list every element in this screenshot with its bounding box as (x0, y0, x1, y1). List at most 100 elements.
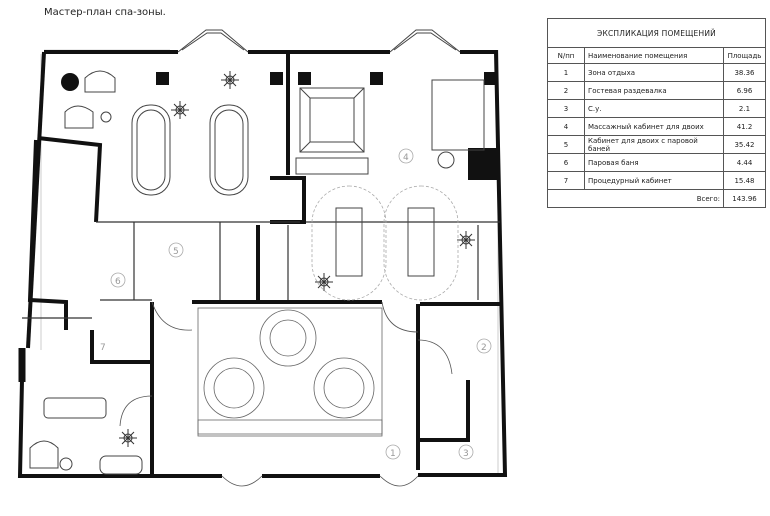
door-room2 (417, 339, 453, 375)
row-name: Зона отдыха (584, 63, 724, 82)
bathtub-1 (131, 104, 171, 196)
ceiling-fan (119, 429, 137, 447)
door-south (221, 475, 263, 487)
relaxation-rug (197, 307, 383, 437)
total-label: Всего: (547, 189, 724, 208)
room-number-circle-1 (385, 444, 401, 460)
side-table (100, 111, 112, 123)
armchair (84, 70, 116, 93)
bay-window-left-inner (181, 32, 245, 51)
ceiling-fan (171, 101, 189, 119)
door-southeast (379, 475, 419, 487)
row-area: 4.44 (723, 153, 766, 172)
sunburst-lamp (203, 357, 265, 419)
row-name: Процедурный кабинет (584, 171, 724, 190)
room-number-circle-3 (458, 444, 474, 460)
wall-room6-top (37, 136, 103, 223)
room-number-4: 4 (403, 153, 409, 163)
wall-niche (270, 176, 306, 224)
row-number: 1 (547, 63, 585, 82)
ceiling-fan (457, 231, 475, 249)
row-area: 38.36 (723, 63, 766, 82)
foot-tub (99, 455, 143, 475)
total-value: 143.96 (723, 189, 766, 208)
bed-zone-1 (311, 185, 387, 301)
rug-border (197, 419, 383, 435)
room-number-7: 7 (100, 343, 106, 353)
row-number: 6 (547, 153, 585, 172)
door-room7 (119, 395, 153, 427)
side-table (437, 151, 455, 169)
wall-room6-west (27, 139, 68, 330)
plan-title: Мастер-план спа-зоны. (44, 7, 166, 18)
bay-window-right-inner (393, 32, 457, 51)
ceiling-feature (299, 87, 365, 153)
sofa (431, 79, 485, 151)
column-large (468, 148, 498, 178)
room-number-circle-2 (476, 338, 492, 354)
sunburst-lamp (259, 309, 317, 367)
row-name: Паровая баня (584, 153, 724, 172)
treatment-chair (43, 397, 107, 419)
row-area: 35.42 (723, 135, 766, 154)
door-room1-east (381, 301, 419, 333)
column (370, 72, 383, 85)
column (484, 72, 497, 85)
ceiling-feature-inner (309, 97, 355, 143)
room-number-circle-5 (168, 242, 184, 258)
wall-east (418, 50, 508, 477)
massage-bed-2 (407, 207, 435, 277)
door-room1 (151, 301, 193, 331)
row-name: Массажный кабинет для двоих (584, 117, 724, 136)
decorative-panel (295, 157, 369, 175)
room-number-5: 5 (173, 247, 179, 257)
row-number: 4 (547, 117, 585, 136)
row-number: 3 (547, 99, 585, 118)
side-table (59, 457, 73, 471)
bed-zone-2 (383, 185, 459, 301)
armchair (64, 105, 94, 129)
room-number-1: 1 (390, 449, 396, 459)
bathtub-2 (209, 104, 249, 196)
column-header-area: Площадь (723, 47, 766, 64)
row-number: 7 (547, 171, 585, 190)
bay-window-right (389, 29, 461, 53)
wall-room3 (420, 380, 470, 442)
row-area: 41.2 (723, 117, 766, 136)
armchair (29, 440, 59, 469)
ceiling-fan (221, 71, 239, 89)
row-number: 2 (547, 81, 585, 100)
row-name: С.у. (584, 99, 724, 118)
sunburst-lamp (313, 357, 375, 419)
total-row: Всего: 143.96 (547, 189, 766, 208)
column-header-number: N/пп (547, 47, 585, 64)
bay-window-left (177, 29, 249, 53)
row-area: 6.96 (723, 81, 766, 100)
row-area: 15.48 (723, 171, 766, 190)
row-number: 5 (547, 135, 585, 154)
room-number-6: 6 (115, 277, 121, 287)
room-number-circle-4 (398, 148, 414, 164)
room-schedule-table: ЭКСПЛИКАЦИЯ ПОМЕЩЕНИЙ N/пп Наименование … (547, 18, 766, 208)
bathtub-2-inner (214, 109, 244, 191)
column (270, 72, 283, 85)
room-number-2: 2 (481, 343, 487, 353)
row-name: Кабинет для двоих с паровой баней (584, 135, 724, 154)
row-area: 2.1 (723, 99, 766, 118)
column-header-name: Наименование помещения (584, 47, 724, 64)
bathtub-1-inner (136, 109, 166, 191)
massage-bed-1 (335, 207, 363, 277)
room-number-3: 3 (463, 449, 469, 459)
column (298, 72, 311, 85)
wall-west-upper (26, 51, 46, 349)
room-number-circle-6 (110, 272, 126, 288)
row-name: Гостевая раздевалка (584, 81, 724, 100)
